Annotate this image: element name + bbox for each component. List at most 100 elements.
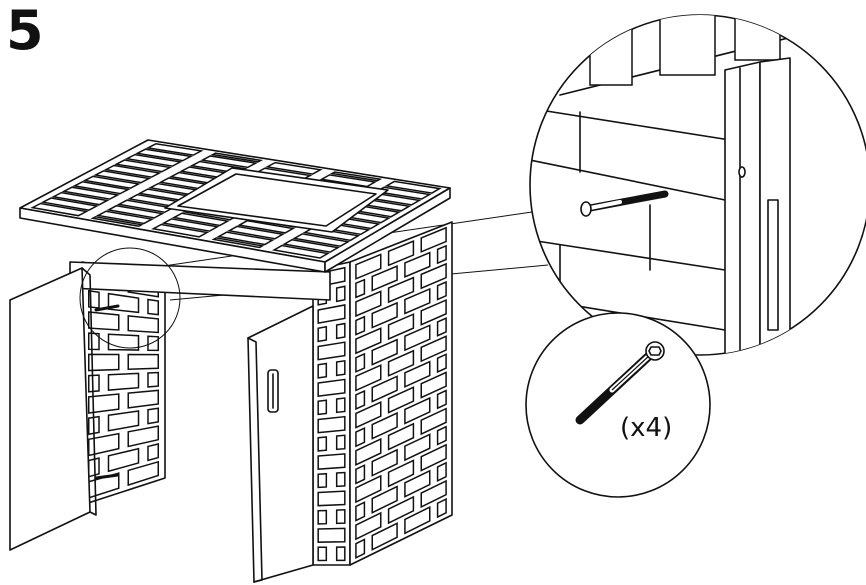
pillar-brick [420, 371, 447, 399]
pillar-brick [335, 546, 346, 562]
pillar-brick [404, 360, 431, 388]
countertop-brick [40, 197, 100, 211]
countertop-brick [124, 153, 183, 167]
pillar-brick [147, 371, 160, 388]
countertop-brick [292, 233, 351, 247]
pillar-brick [387, 495, 415, 525]
pillar-brick [436, 353, 447, 374]
magnified-detail-view [529, 14, 866, 356]
pillar-brick [355, 511, 382, 541]
pillar-brick [317, 472, 328, 489]
pillar-brick [355, 290, 382, 318]
pillar-brick [355, 426, 366, 448]
pillar-brick [404, 433, 431, 462]
pillar-brick [420, 335, 447, 363]
pillar-brick [317, 415, 346, 434]
countertop-brick [30, 202, 89, 217]
countertop-brick [103, 164, 162, 178]
countertop-brick [51, 191, 110, 206]
pillar-brick [147, 298, 160, 316]
pillar-brick [371, 448, 398, 477]
pillar-brick [355, 364, 382, 392]
pillar-brick [404, 505, 431, 535]
pillar-brick [317, 325, 328, 343]
pillar-brick [371, 301, 398, 329]
pillar-brick [387, 386, 415, 414]
pillar-brick [436, 244, 447, 265]
pillar-brick [387, 459, 415, 488]
pillar-brick [317, 490, 346, 507]
pillar-brick [355, 538, 366, 560]
pillar-brick [371, 485, 398, 514]
pillar-brick [355, 253, 382, 280]
pillar-brick [317, 453, 346, 470]
countertop-brick [90, 215, 144, 228]
pillar-brick [371, 375, 398, 403]
pillar-brick [387, 349, 415, 377]
pillar-brick [436, 497, 447, 519]
detail-highlight-circle [79, 247, 181, 349]
countertop-brick [319, 174, 378, 188]
pillar-brick [355, 278, 366, 299]
pillar-brick [436, 425, 447, 446]
pillar-brick [404, 287, 431, 315]
quantity-label: (x4) [620, 413, 672, 443]
pillar-brick [436, 461, 447, 482]
pillar-brick [420, 298, 447, 326]
pillar-brick [317, 527, 346, 543]
detail-screw [580, 190, 669, 217]
pillar-brick [317, 546, 328, 562]
pillar-brick [147, 407, 160, 425]
countertop-brick [114, 159, 173, 173]
pillar-brick [420, 407, 447, 436]
countertop-brick [93, 170, 152, 184]
pillar-brick [335, 322, 346, 340]
pillar-brick [355, 327, 382, 355]
pillar-brick [317, 378, 346, 397]
countertop-brick [329, 171, 383, 182]
pillar-brick [404, 469, 431, 498]
pillar-brick [335, 508, 346, 525]
pillar-brick [107, 372, 140, 391]
countertop-brick [210, 152, 264, 163]
pillar-brick [355, 315, 366, 336]
pillar-brick [355, 474, 382, 504]
pillar-brick [436, 389, 447, 410]
pillar-brick [335, 471, 346, 488]
countertop-brick [237, 219, 296, 234]
right-door [247, 305, 314, 583]
pillar-brick [317, 399, 328, 416]
pillar-brick [420, 479, 447, 509]
pillar-brick [147, 335, 160, 352]
pillar-brick [317, 304, 346, 324]
pillar-brick [404, 396, 431, 425]
pillar-brick [420, 262, 447, 290]
pillar-brick [335, 397, 346, 414]
step-number: 5 [6, 0, 44, 62]
countertop-brick [226, 225, 285, 240]
pillar-brick [335, 434, 346, 451]
left-pillar [81, 261, 166, 506]
pillar-brick [387, 422, 415, 451]
countertop-brick [72, 180, 131, 195]
pillar-brick [355, 400, 382, 429]
pillar-brick [335, 359, 346, 377]
pillar-brick [420, 226, 447, 253]
countertop [19, 139, 451, 273]
countertop-brick [135, 148, 194, 162]
pillar-brick [371, 522, 398, 551]
pillar-brick [371, 411, 398, 440]
pillar-brick [317, 509, 328, 525]
countertop-brick [95, 210, 155, 225]
right-pillar [312, 221, 453, 566]
countertop-brick [82, 175, 141, 189]
pillar-brick [317, 436, 328, 452]
screw-icon [575, 341, 665, 425]
countertop-brick [151, 223, 210, 238]
barbecue-structure [9, 139, 453, 583]
pillar-brick [87, 353, 120, 372]
pillar-brick [420, 443, 447, 472]
pillar-brick [127, 389, 160, 409]
countertop-brick [384, 180, 442, 194]
